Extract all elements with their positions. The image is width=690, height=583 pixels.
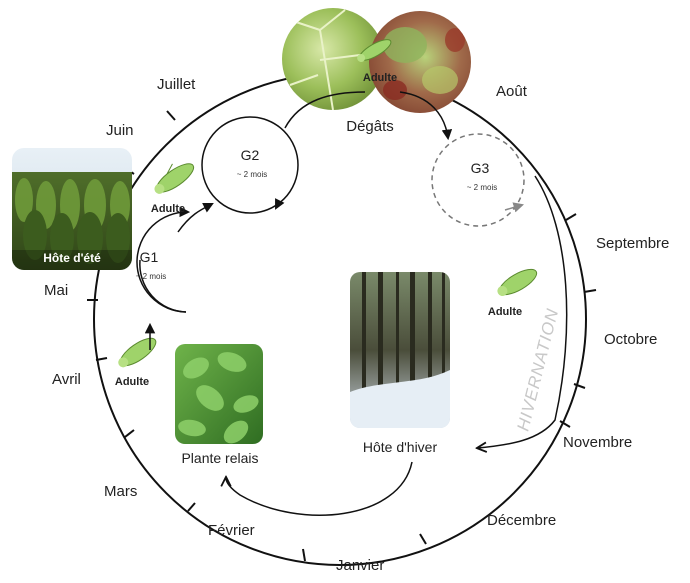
tick-janvier bbox=[303, 549, 305, 561]
degats-label: Dégâts bbox=[346, 118, 394, 135]
month-aout: Août bbox=[496, 83, 528, 100]
month-novembre: Novembre bbox=[563, 434, 632, 451]
g1-duration: ~ 2 mois bbox=[136, 272, 166, 281]
month-octobre: Octobre bbox=[604, 331, 657, 348]
adulte-label-left: Adulte bbox=[115, 376, 149, 388]
adulte-label-right: Adulte bbox=[488, 306, 522, 318]
relay-plant-photo bbox=[175, 344, 263, 448]
g2-duration: ~ 2 mois bbox=[237, 170, 267, 179]
g3-duration: ~ 2 mois bbox=[467, 183, 497, 192]
tick-octobre-haut bbox=[584, 290, 596, 292]
relay-plant-label: Plante relais bbox=[181, 450, 258, 466]
arrow-winter-to-relay bbox=[226, 462, 412, 515]
month-avril: Avril bbox=[52, 371, 81, 388]
tick-juillet bbox=[167, 111, 175, 120]
generation-g3: G3 ~ 2 mois bbox=[432, 134, 524, 226]
leafhopper-icon-g1 bbox=[148, 155, 198, 199]
g2-label: G2 bbox=[241, 147, 260, 163]
summer-host-label: Hôte d'été bbox=[43, 251, 101, 265]
month-fevrier: Février bbox=[208, 522, 255, 539]
winter-host-photo bbox=[350, 272, 450, 428]
month-janvier: Janvier bbox=[336, 557, 384, 574]
g3-label: G3 bbox=[471, 160, 490, 176]
tick-fevrier bbox=[188, 503, 195, 511]
month-septembre: Septembre bbox=[596, 235, 669, 252]
generation-g1: G1 ~ 2 mois bbox=[136, 212, 188, 312]
tick-septembre bbox=[566, 214, 576, 220]
year-circle bbox=[94, 73, 586, 565]
tick-decembre bbox=[420, 534, 426, 544]
g1-label: G1 bbox=[140, 249, 159, 265]
hivernation-label: HIVERNATION bbox=[513, 306, 562, 433]
month-juillet: Juillet bbox=[157, 76, 196, 93]
winter-host-label: Hôte d'hiver bbox=[363, 439, 438, 455]
generation-g2: G2 ~ 2 mois bbox=[202, 117, 298, 213]
month-mai: Mai bbox=[44, 282, 68, 299]
adulte-label-top: Adulte bbox=[363, 72, 397, 84]
leafhopper-icon-left bbox=[115, 333, 160, 371]
adulte-label-g1: Adulte bbox=[151, 203, 185, 215]
tick-mars bbox=[125, 430, 134, 437]
leafhopper-icon-right bbox=[494, 265, 540, 301]
month-juin: Juin bbox=[106, 122, 134, 139]
month-decembre: Décembre bbox=[487, 512, 556, 529]
month-mars: Mars bbox=[104, 483, 137, 500]
